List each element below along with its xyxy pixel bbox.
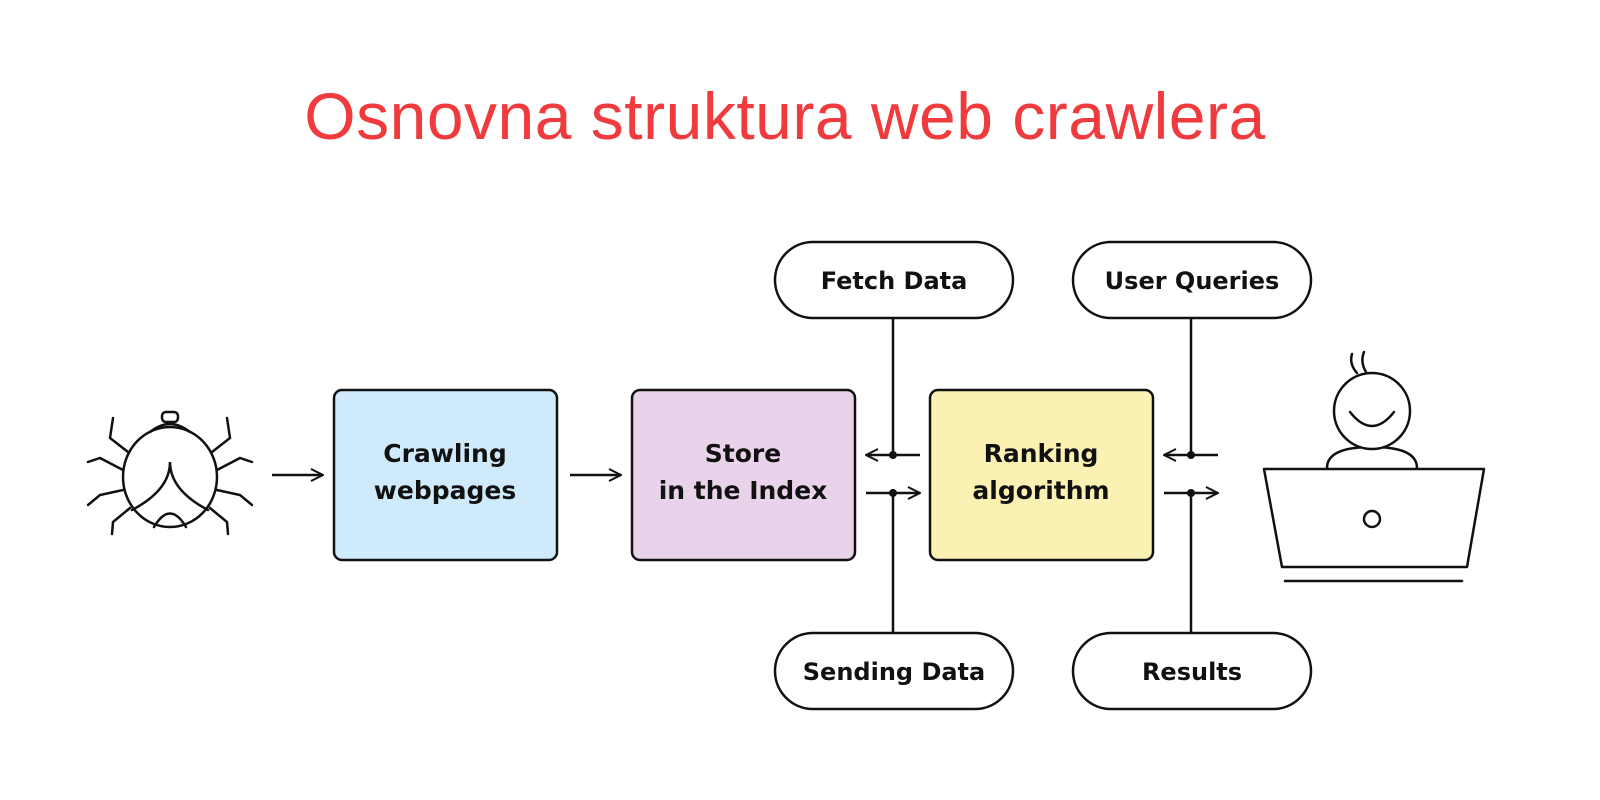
page-title: Osnovna struktura web crawlera bbox=[304, 79, 1266, 153]
ranking-box-line2: algorithm bbox=[972, 476, 1109, 505]
spider-icon bbox=[86, 410, 254, 536]
results-pill: Results bbox=[1071, 631, 1313, 711]
fetch-data-pill: Fetch Data bbox=[773, 240, 1015, 320]
ranking-box: Ranking algorithm bbox=[928, 388, 1155, 562]
crawling-box-line2: webpages bbox=[374, 476, 516, 505]
store-box-line1: Store bbox=[705, 439, 781, 468]
user-queries-pill: User Queries bbox=[1071, 240, 1313, 320]
store-ranking-junction bbox=[866, 318, 920, 633]
ranking-user-junction bbox=[1164, 318, 1218, 633]
user-queries-label: User Queries bbox=[1105, 267, 1280, 295]
store-box: Store in the Index bbox=[630, 388, 857, 562]
crawling-box-line1: Crawling bbox=[383, 439, 506, 468]
fetch-data-label: Fetch Data bbox=[821, 267, 968, 295]
store-box-line2: in the Index bbox=[659, 476, 828, 505]
sending-data-label: Sending Data bbox=[803, 658, 985, 686]
sending-data-pill: Sending Data bbox=[773, 631, 1015, 711]
crawling-box: Crawling webpages bbox=[332, 388, 559, 562]
results-label: Results bbox=[1142, 658, 1242, 686]
user-at-laptop-icon bbox=[1262, 350, 1486, 583]
ranking-box-line1: Ranking bbox=[984, 439, 1099, 468]
